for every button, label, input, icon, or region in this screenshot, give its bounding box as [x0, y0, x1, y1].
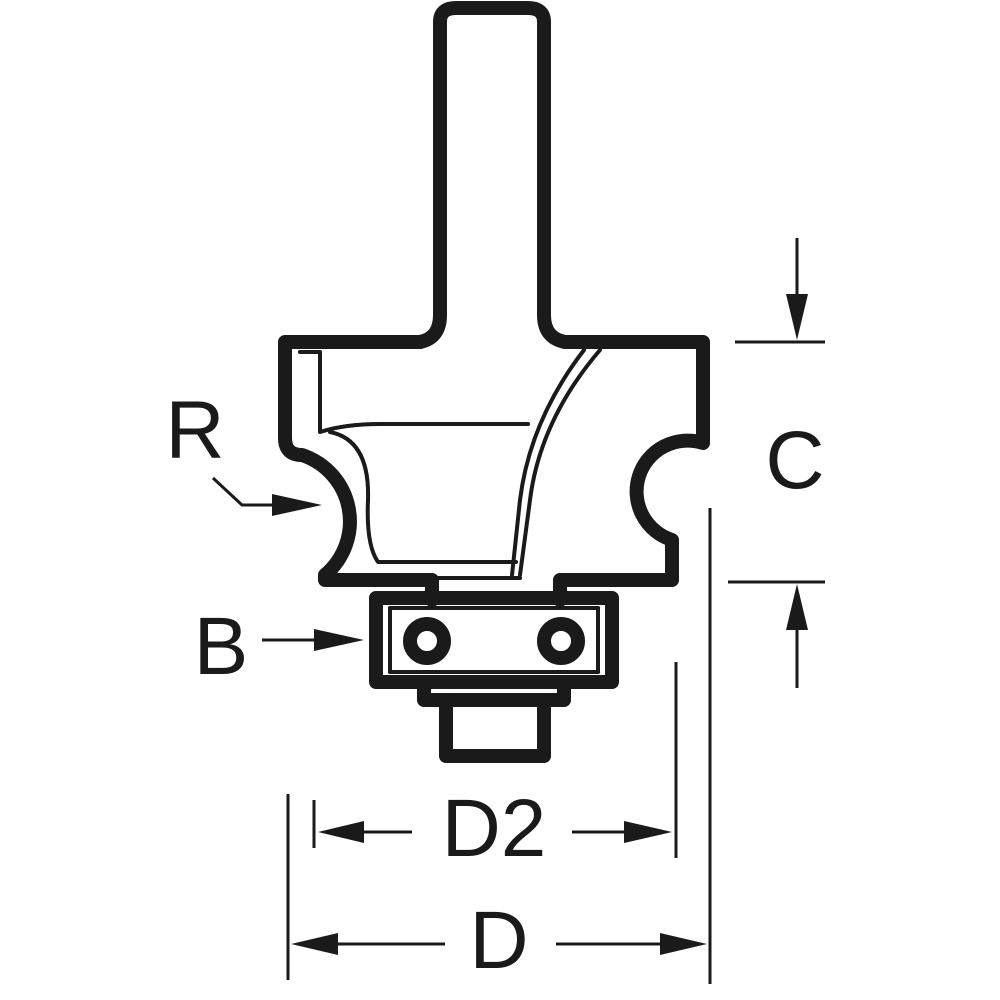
- d2-arrow-right: [624, 821, 672, 843]
- label-d: D: [469, 895, 528, 986]
- bearing-hole-right: [537, 617, 585, 665]
- collar: [417, 675, 571, 707]
- label-r: R: [165, 385, 224, 476]
- b-arrow-head: [314, 629, 364, 651]
- c-arrow-top-head: [786, 294, 808, 340]
- flute-face: [298, 350, 530, 434]
- r-arrow-head: [272, 494, 322, 516]
- cutter-body: [278, 335, 710, 607]
- label-d2: D2: [442, 783, 547, 874]
- d2-arrow-left: [318, 821, 364, 843]
- c-arrow-bottom-head: [786, 584, 808, 630]
- shank: [413, 1, 572, 349]
- label-c: C: [765, 415, 824, 506]
- d-arrow-right: [660, 933, 707, 955]
- flute-edge-second: [510, 348, 586, 577]
- label-b: B: [194, 601, 249, 692]
- r-leader: [211, 476, 280, 507]
- flute-edge: [518, 348, 602, 577]
- bearing: [369, 591, 619, 689]
- bearing-hole-left: [403, 617, 451, 665]
- flute-inner-curve: [328, 430, 518, 564]
- d-arrow-left: [291, 933, 338, 955]
- screw: [439, 693, 551, 763]
